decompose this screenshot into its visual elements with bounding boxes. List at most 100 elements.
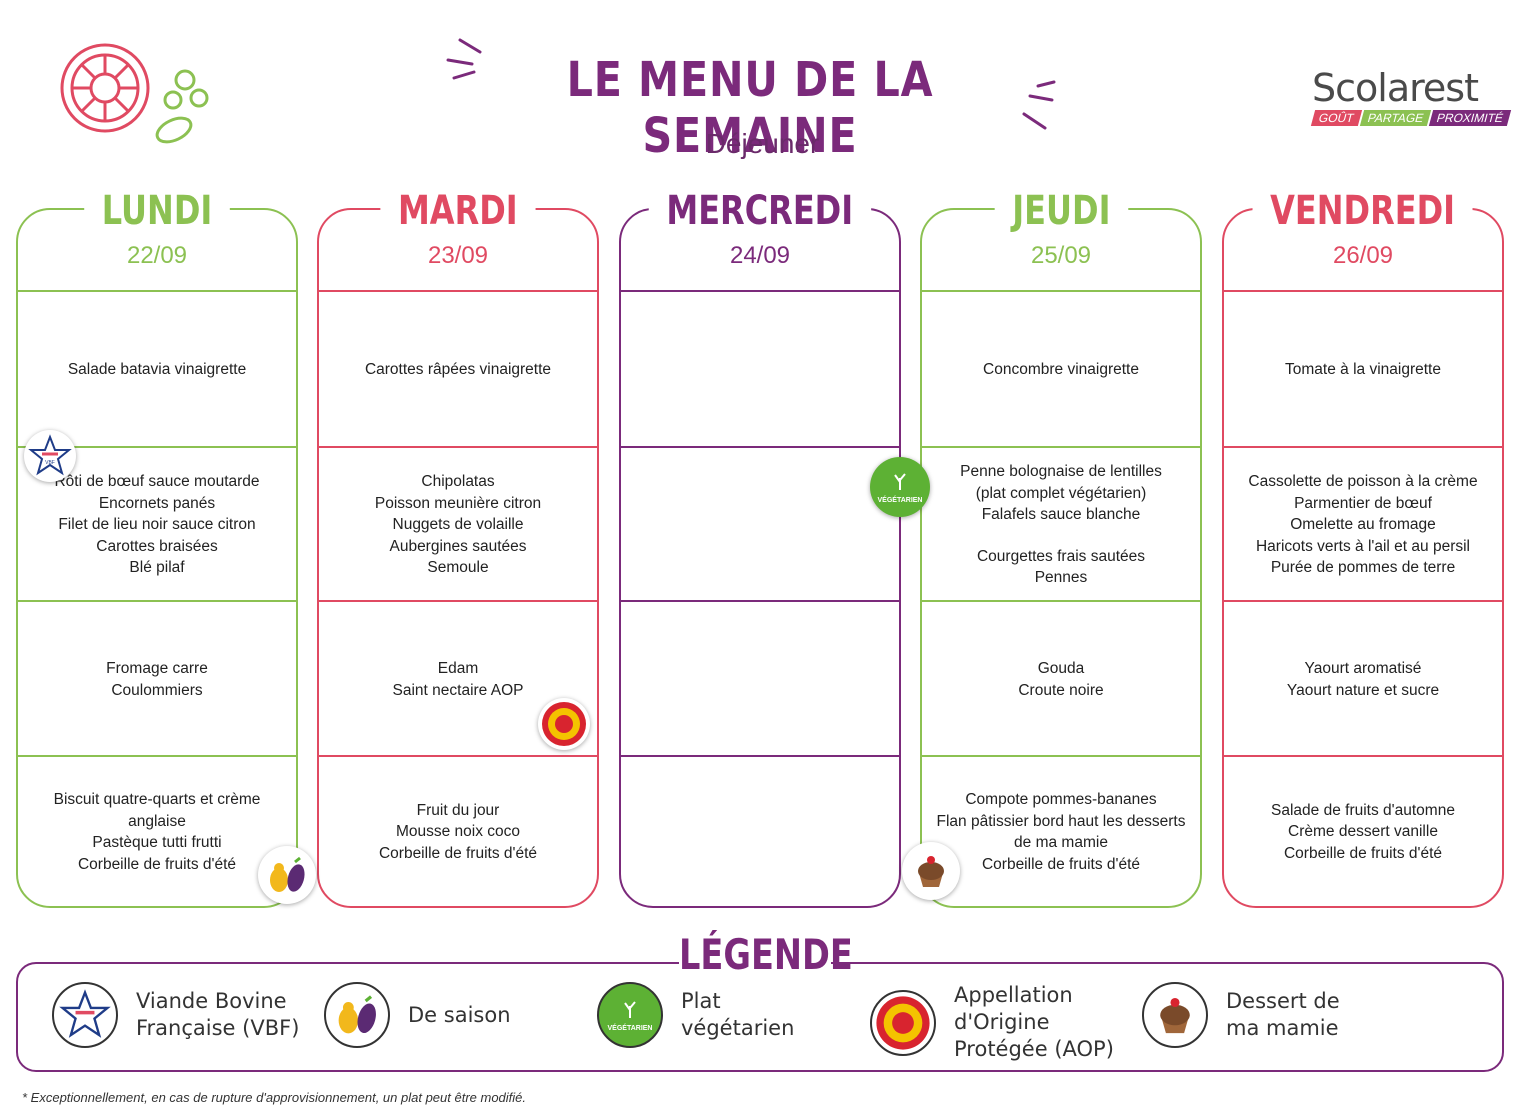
menu-item: Pennes: [1034, 569, 1088, 587]
mamie-dessert-badge-icon: [902, 842, 960, 900]
logo-tag-proximite: PROXIMITÉ: [1428, 110, 1512, 126]
seasonal-icon: [324, 982, 390, 1048]
menu-item: Haricots verts à l'ail et au persil: [1255, 537, 1470, 555]
logo-wordmark: Scolarest: [1312, 66, 1479, 110]
day-date: 26/09: [1332, 242, 1394, 269]
menu-row-plat: [621, 446, 899, 602]
menu-item: Falafels sauce blanche: [981, 506, 1141, 524]
menu-item: Tomate à la vinaigrette: [1285, 361, 1441, 379]
day-column-mercredi: MERCREDI 24/09: [619, 188, 901, 908]
menu-item: Poisson meunière citron: [374, 494, 542, 512]
page-title: LE MENU DE LA SEMAINE: [566, 52, 934, 164]
vbf-icon: [52, 982, 118, 1048]
day-date: 22/09: [126, 242, 188, 269]
menu-item: Aubergines sautées: [389, 537, 527, 555]
footnote: * Exceptionnellement, en cas de rupture …: [22, 1090, 527, 1105]
menu-item: Salade de fruits d'automne: [1271, 801, 1455, 819]
menu-item: (plat complet végétarien): [975, 484, 1147, 502]
menu-item: Mousse noix coco: [395, 823, 521, 841]
menu-item: Parmentier de bœuf: [1294, 494, 1432, 512]
menu-item: Fruit du jour: [416, 801, 500, 819]
menu-item: Courgettes frais sautées: [976, 547, 1145, 565]
vegetarian-icon: VÉGÉTARIEN: [597, 982, 663, 1048]
menu-item: Omelette au fromage: [1290, 516, 1436, 534]
day-name: MARDI: [380, 188, 536, 234]
menu-item: Croute noire: [1018, 681, 1104, 699]
day-name-wrap: MARDI: [319, 188, 597, 234]
day-name-wrap: VENDREDI: [1224, 188, 1502, 234]
day-date: 24/09: [729, 242, 791, 269]
scolarest-logo: Scolarest GOÛT PARTAGE PROXIMITÉ: [1300, 66, 1512, 126]
menu-item: Encornets panés: [98, 494, 216, 512]
menu-item: Semoule: [427, 559, 489, 577]
day-name-wrap: MERCREDI: [621, 188, 899, 234]
menu-row-entree: Concombre vinaigrette: [922, 290, 1200, 448]
menu-item: Carottes râpées vinaigrette: [364, 361, 552, 379]
menu-item: Purée de pommes de terre: [1270, 559, 1456, 577]
menu-item: Coulommiers: [111, 681, 203, 699]
menu-item: Crème dessert vanille: [1288, 823, 1438, 841]
menu-item: Corbeille de fruits d'été: [981, 855, 1141, 873]
title-dashes-decoration: [446, 38, 1056, 130]
logo-tags: GOÛT PARTAGE PROXIMITÉ: [1310, 110, 1512, 126]
menu-item: Rôti de bœuf sauce moutarde: [54, 473, 260, 491]
day-name-wrap: LUNDI: [18, 188, 296, 234]
day-name-wrap: JEUDI: [922, 188, 1200, 234]
menu-row-entree: Carottes râpées vinaigrette: [319, 290, 597, 448]
menu-item: Corbeille de fruits d'été: [1283, 844, 1443, 862]
menu-item: Concombre vinaigrette: [983, 361, 1139, 379]
menu-item: Corbeille de fruits d'été: [77, 855, 237, 873]
page-subtitle: Déjeuner: [705, 128, 820, 159]
menu-row-entree: [621, 290, 899, 448]
menu-item: Penne bolognaise de lentilles: [960, 463, 1162, 481]
menu-item: Salade batavia vinaigrette: [67, 361, 247, 379]
legend-item-seasonal: De saison: [324, 982, 511, 1048]
day-name: JEUDI: [994, 188, 1128, 234]
menu-item: Yaourt aromatisé: [1304, 660, 1422, 677]
menu-item: Chipolatas: [421, 473, 495, 491]
mamie-dessert-icon: [1142, 982, 1208, 1048]
legend-title: LÉGENDE: [679, 930, 853, 979]
tomato-decoration-icon: [60, 43, 209, 144]
menu-item: Fromage carre: [106, 660, 208, 677]
menu-item: Yaourt nature et sucre: [1286, 681, 1440, 699]
menu-row-fromage: [621, 600, 899, 757]
seasonal-badge-icon: [258, 846, 316, 904]
vegetarian-badge-icon: VÉGÉTARIEN: [870, 457, 930, 517]
day-name: VENDREDI: [1252, 188, 1474, 234]
menu-row-plat: Penne bolognaise de lentilles (plat compl…: [922, 446, 1200, 602]
logo-tag-partage: PARTAGE: [1359, 110, 1432, 126]
menu-item: Corbeille de fruits d'été: [378, 844, 538, 862]
menu-item: Cassolette de poisson à la crème: [1248, 473, 1478, 491]
menu-item: Nuggets de volaille: [392, 516, 524, 534]
menu-row-entree: Salade batavia vinaigrette: [18, 290, 296, 448]
menu-item: Compote pommes-bananes: [965, 791, 1157, 808]
menu-item: Edam: [437, 660, 479, 677]
menu-item: Flan pâtissier bord haut les desserts de…: [936, 812, 1186, 852]
logo-tag-gout: GOÛT: [1310, 110, 1362, 126]
svg-text:VBF: VBF: [45, 460, 55, 466]
aop-badge-icon: [538, 698, 590, 750]
day-date: 23/09: [427, 242, 489, 269]
menu-item: Filet de lieu noir sauce citron: [58, 516, 256, 534]
menu-item: Carottes braisées: [96, 537, 218, 555]
menu-item: Pastèque tutti frutti: [92, 834, 222, 851]
day-name: MERCREDI: [649, 188, 871, 234]
